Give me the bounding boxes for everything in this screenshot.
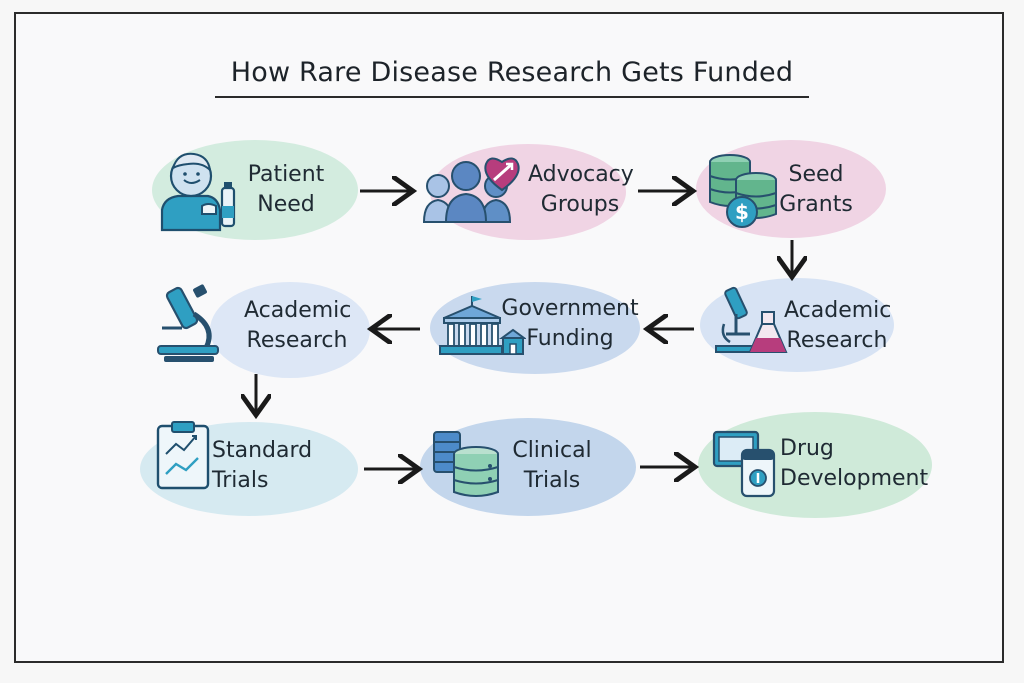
node-label-line1: Patient xyxy=(247,162,325,187)
node-label-line2: Research xyxy=(246,328,348,353)
node-label: Academic Research xyxy=(244,296,352,356)
diagram-title: How Rare Disease Research Gets Funded xyxy=(230,57,794,88)
coins-dollar-icon: $ xyxy=(709,154,777,228)
clipboard-chart-icon xyxy=(156,421,210,490)
node-label-line1: Government xyxy=(501,296,639,321)
node-label-line2: Trials xyxy=(212,468,269,493)
patient-icon xyxy=(160,152,236,232)
database-stack-icon xyxy=(433,431,499,497)
node-label: Standard Trials xyxy=(212,436,328,496)
node-label-line2: Trials xyxy=(523,468,581,493)
node-label: Academic Research xyxy=(784,296,892,356)
node-label-line1: Drug xyxy=(780,436,834,461)
node-label: Seed Grants xyxy=(778,160,854,220)
node-label-line2: Funding xyxy=(526,326,614,351)
node-label: Government Funding xyxy=(500,294,640,354)
node-blob xyxy=(210,282,370,378)
people-heart-icon xyxy=(422,157,520,223)
node-label-line1: Advocacy xyxy=(528,162,634,187)
svg-text:$: $ xyxy=(735,200,749,224)
node-label: Drug Development xyxy=(780,434,928,494)
government-building-icon xyxy=(439,296,526,355)
node-label: Clinical Trials xyxy=(504,436,600,496)
microscope-icon xyxy=(157,284,219,362)
node-label-line2: Groups xyxy=(540,192,620,217)
drug-monitor-icon xyxy=(712,430,776,498)
node-label-line1: Seed xyxy=(788,162,844,187)
node-label-line1: Academic xyxy=(244,298,352,323)
node-label-line2: Grants xyxy=(779,192,853,217)
node-label-line1: Clinical xyxy=(512,438,592,463)
node-label: Patient Need xyxy=(236,160,336,220)
microscope-flask-icon xyxy=(715,286,788,353)
node-label-line2: Development xyxy=(780,466,929,491)
node-blob xyxy=(430,144,626,240)
node-label-line2: Need xyxy=(257,192,315,217)
node-label: Advocacy Groups xyxy=(528,160,634,220)
node-label-line1: Academic xyxy=(784,298,892,323)
node-label-line1: Standard xyxy=(212,438,313,463)
title-underline xyxy=(215,96,809,98)
node-label-line2: Research xyxy=(786,328,888,353)
